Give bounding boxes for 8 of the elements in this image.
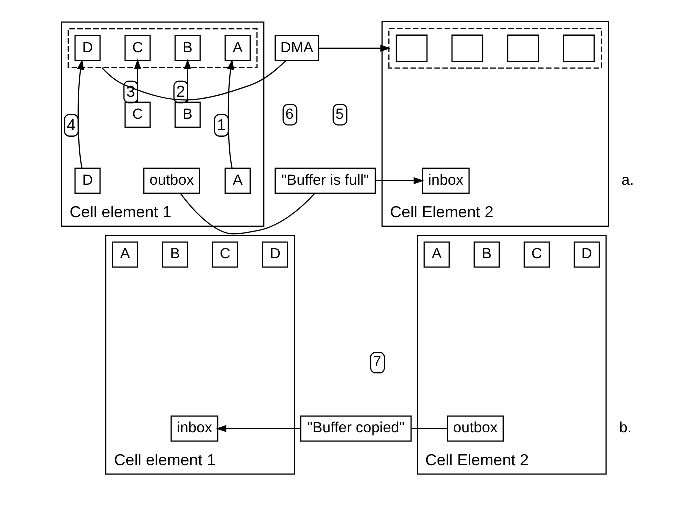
edge-label: 4 <box>67 117 76 134</box>
edge-label: 1 <box>217 117 226 134</box>
node-label: 5 <box>336 106 344 123</box>
node-label: 6 <box>286 106 294 123</box>
edge-label: 2 <box>176 84 186 101</box>
label: b. <box>620 420 632 437</box>
label: a. <box>622 172 634 189</box>
node-label: 7 <box>373 354 382 371</box>
